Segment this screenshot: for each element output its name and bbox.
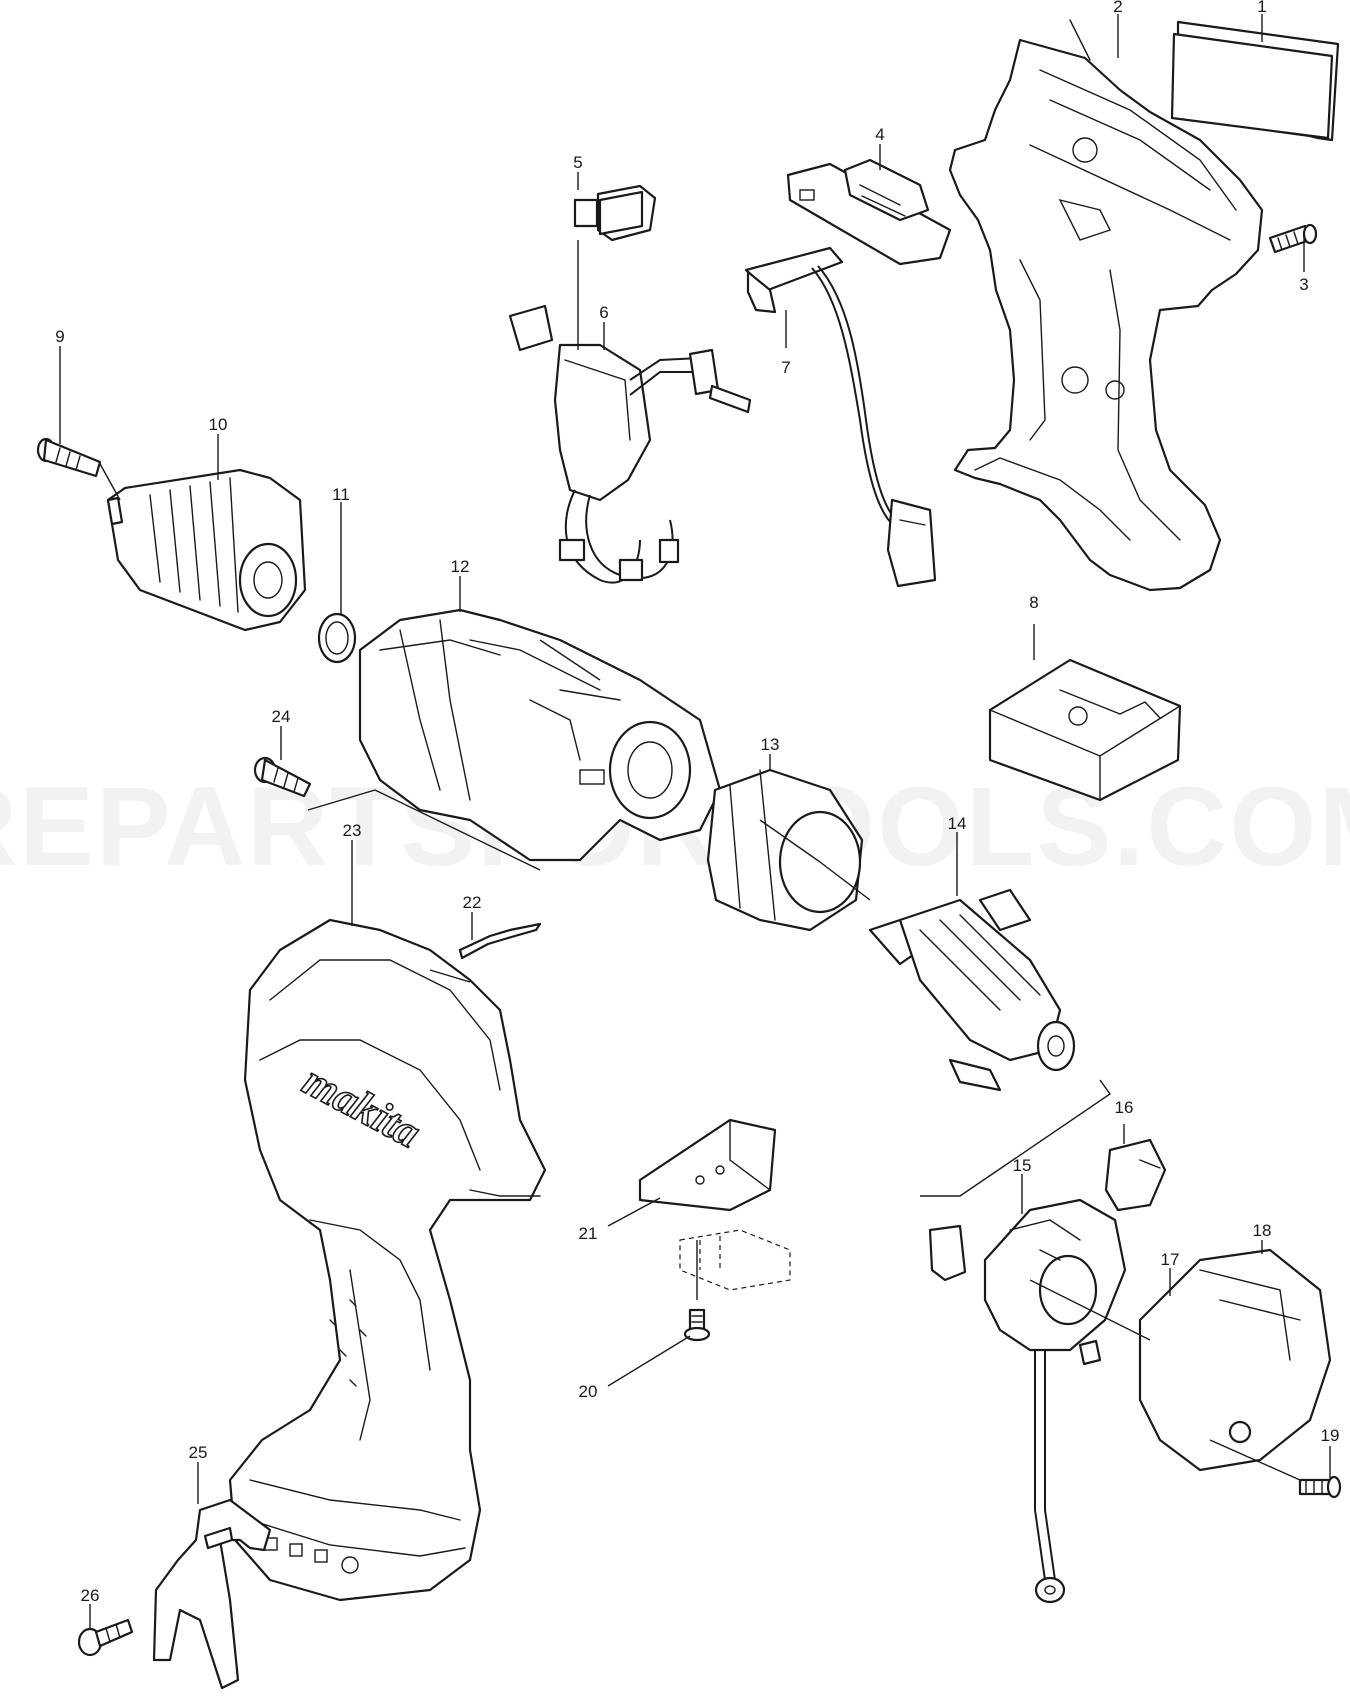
callout-3: 3 — [1299, 236, 1309, 294]
part-20-screw[interactable] — [683, 1308, 711, 1342]
part-19-screw[interactable] — [1298, 1475, 1342, 1499]
callout-label: 18 — [1253, 1221, 1272, 1240]
callout-18: 18 — [1253, 1221, 1272, 1254]
callout-label: 11 — [332, 485, 350, 504]
callout-label: 19 — [1321, 1426, 1340, 1445]
part-6-trigger-switch[interactable] — [508, 304, 752, 584]
callout-23: 23 — [343, 821, 362, 926]
callout-13: 13 — [761, 735, 780, 770]
callout-2: 2 — [1113, 0, 1123, 58]
callout-label: 5 — [573, 153, 582, 172]
callout-25: 25 — [189, 1443, 208, 1504]
callout-label: 22 — [463, 893, 482, 912]
callout-20: 20 — [579, 1335, 691, 1401]
callout-14: 14 — [948, 814, 967, 896]
callout-label: 16 — [1115, 1098, 1134, 1117]
callout-10: 10 — [209, 415, 228, 480]
callout-label: 17 — [1161, 1250, 1180, 1269]
callout-9: 9 — [55, 327, 65, 444]
part-14-armature[interactable] — [868, 888, 1076, 1092]
callout-5: 5 — [573, 153, 583, 350]
part-23-housing[interactable]: makita — [228, 918, 547, 1602]
callout-4: 4 — [875, 125, 885, 170]
part-11-washer[interactable] — [317, 612, 357, 664]
part-18-rear-cover[interactable] — [1138, 1248, 1332, 1472]
part-22-spring[interactable] — [458, 922, 542, 960]
callout-label: 26 — [81, 1586, 100, 1605]
part-4-switch-board[interactable] — [786, 158, 952, 266]
callout-label: 1 — [1257, 0, 1266, 16]
callout-24: 24 — [272, 707, 291, 760]
callout-label: 14 — [948, 814, 967, 833]
callout-label: 2 — [1113, 0, 1122, 16]
callout-label: 21 — [579, 1224, 598, 1243]
part-21-bracket[interactable] — [638, 1118, 791, 1291]
callout-21: 21 — [579, 1197, 661, 1243]
part-24-screw[interactable] — [253, 756, 312, 798]
callout-6: 6 — [599, 303, 609, 350]
part-8-controller[interactable] — [988, 658, 1182, 802]
callout-17: 17 — [1161, 1250, 1180, 1296]
callout-12: 12 — [451, 557, 470, 612]
callout-label: 15 — [1013, 1156, 1032, 1175]
part-9-chuck-screw[interactable] — [36, 437, 102, 478]
callout-label: 20 — [579, 1382, 598, 1401]
callout-label: 6 — [599, 303, 608, 322]
part-10-keyless-chuck[interactable] — [106, 468, 307, 632]
callout-22: 22 — [463, 893, 482, 940]
callout-label: 10 — [209, 415, 228, 434]
callout-label: 3 — [1299, 275, 1308, 294]
part-12-gear-assembly[interactable] — [358, 608, 722, 862]
callout-15: 15 — [1013, 1156, 1032, 1214]
callout-label: 7 — [781, 358, 790, 377]
callout-label: 13 — [761, 735, 780, 754]
part-2-housing-half[interactable] — [948, 19, 1264, 592]
callout-label: 9 — [55, 327, 64, 346]
part-16-carbon-brush[interactable] — [1104, 1138, 1167, 1212]
part-3-screw[interactable] — [1268, 223, 1318, 254]
callout-label: 8 — [1029, 593, 1038, 612]
callout-8: 8 — [1029, 593, 1039, 660]
part-26-screw[interactable] — [77, 1618, 134, 1657]
callout-label: 12 — [451, 557, 470, 576]
part-15-brush-holder[interactable] — [928, 1198, 1127, 1604]
callout-label: 25 — [189, 1443, 208, 1462]
callout-26: 26 — [81, 1586, 100, 1630]
callout-16: 16 — [1115, 1098, 1134, 1144]
assembly-lines — [98, 461, 1301, 1481]
callout-label: 4 — [875, 125, 884, 144]
part-7-led-circuit[interactable] — [744, 246, 937, 588]
callout-label: 23 — [343, 821, 362, 840]
part-5-switch-lever[interactable] — [573, 184, 657, 242]
callout-label: 24 — [272, 707, 291, 726]
callout-1: 1 — [1257, 0, 1267, 42]
part-25-belt-hook[interactable] — [152, 1498, 272, 1690]
callout-7: 7 — [781, 310, 791, 377]
callout-11: 11 — [332, 485, 350, 614]
callout-19: 19 — [1321, 1426, 1340, 1478]
part-1-label[interactable] — [1170, 20, 1340, 142]
